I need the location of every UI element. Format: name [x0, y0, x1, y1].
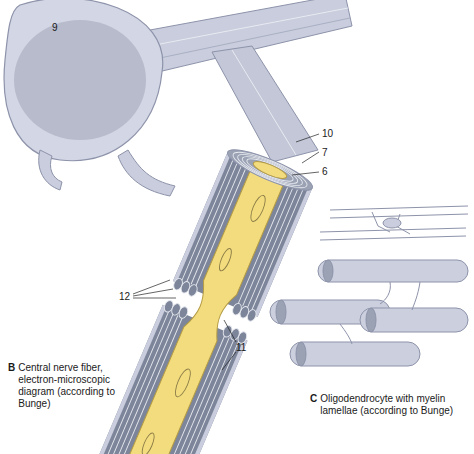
- caption-letter: C: [310, 393, 317, 417]
- callout-number: 11: [236, 342, 246, 353]
- caption-text: Central nerve fiber, electron-microscopi…: [18, 362, 120, 410]
- callout-number: 6: [322, 166, 328, 177]
- callout-number: 10: [322, 128, 333, 139]
- caption-text: Oligodendrocyte with myelin lamellae (ac…: [320, 393, 468, 417]
- figure-caption: COligodendrocyte with myelin lamellae (a…: [310, 393, 468, 417]
- figure-caption: BCentral nerve fiber, electron-microscop…: [8, 362, 120, 410]
- caption-letter: B: [8, 362, 15, 410]
- callout-number: 7: [322, 147, 328, 158]
- callout-number: 9: [52, 22, 58, 33]
- callout-number: 12: [119, 291, 130, 302]
